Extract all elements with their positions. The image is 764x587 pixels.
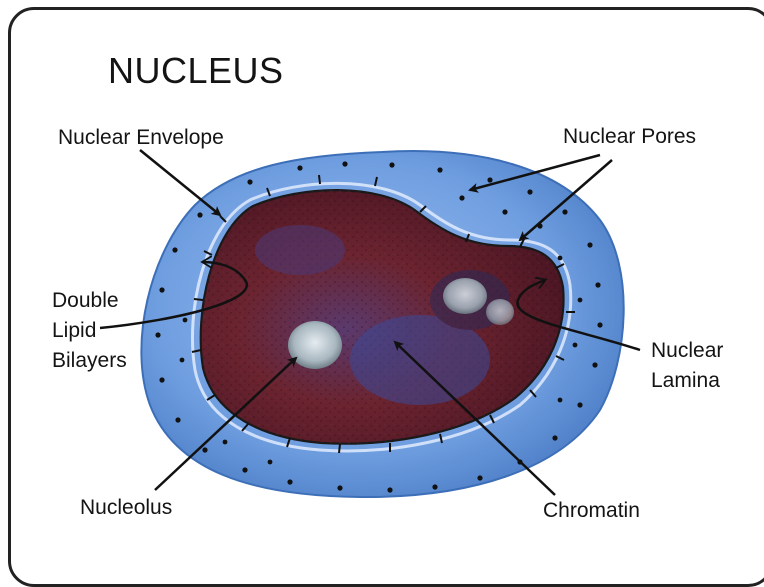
label-nuclear-envelope: Nuclear Envelope [58,124,224,151]
label-nucleolus: Nucleolus [80,494,172,521]
nucleolus-secondary [443,278,487,314]
label-bilayers: Bilayers [52,347,127,374]
label-lipid: Lipid [52,317,127,344]
label-double-lipid-bilayers: Double Lipid Bilayers [52,287,127,374]
nucleolus-shape [288,321,342,369]
label-lamina: Lamina [651,367,723,394]
label-double: Double [52,287,127,314]
diagram-title: NUCLEUS [108,50,284,92]
arrow-nuclear-envelope [140,150,220,215]
label-nuclear-lamina: Nuclear Lamina [651,337,723,394]
label-nuclear: Nuclear [651,337,723,364]
label-chromatin: Chromatin [543,497,640,524]
label-nuclear-pores: Nuclear Pores [563,123,696,150]
